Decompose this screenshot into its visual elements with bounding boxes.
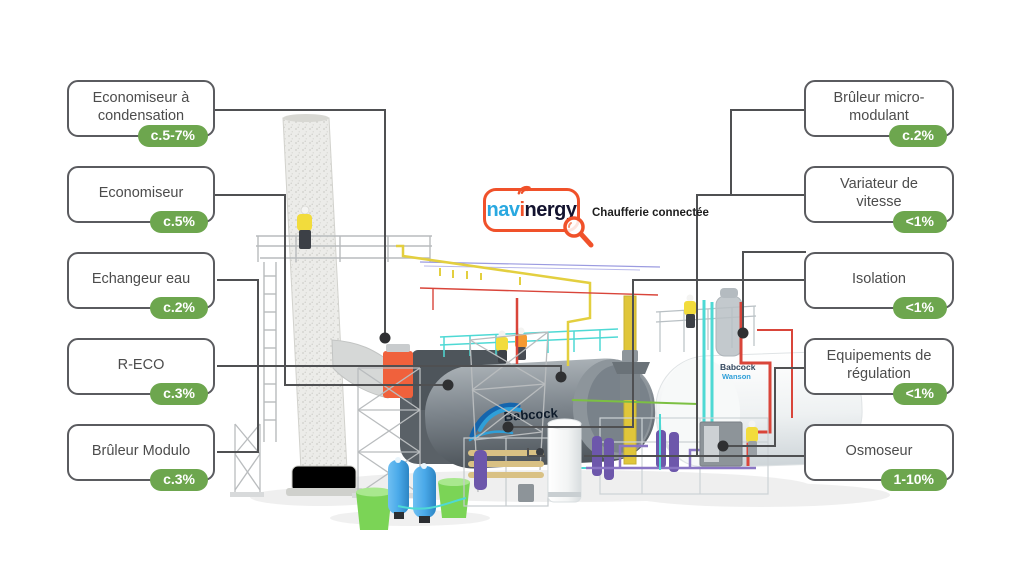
connector-economiseur: [214, 194, 448, 386]
callout-bruleur-micro-modulant: Brûleur micro-modulant c.2%: [804, 80, 954, 147]
connector-dots: [379, 327, 749, 452]
tank-brand-text: Babcock: [720, 362, 756, 372]
connector-economiseur-condensation: [214, 109, 386, 338]
magnifier-icon: [563, 216, 594, 248]
white-storage-tank: [547, 418, 582, 503]
callout-economiseur: Economiseur c.5%: [67, 166, 215, 233]
purple-pumps: [592, 430, 679, 480]
savings-badge: <1%: [892, 382, 947, 405]
callout-label: Economiseur: [98, 184, 184, 201]
callout-r-eco: R-ECO c.3%: [67, 338, 215, 405]
logo-text-i: i: [519, 198, 525, 221]
logo-text-nergy: nergy: [524, 198, 577, 221]
wifi-icon: [517, 185, 531, 195]
blue-softener-tanks: [388, 457, 436, 523]
connector-osmoseur-b: [527, 448, 545, 457]
savings-badge: <1%: [892, 210, 947, 233]
logo-text-nav: nav: [486, 198, 520, 221]
logo-tagline: Chaufferie connectée: [592, 207, 709, 219]
callout-label: R-ECO: [117, 356, 165, 373]
navinergy-logo: navinergy: [483, 185, 594, 248]
callout-economiseur-condensation: Economiseur à condensation c.5-7%: [67, 80, 215, 147]
callout-echangeur-eau: Echangeur eau c.2%: [67, 252, 215, 319]
worker-on-white-boiler: [684, 294, 696, 328]
callout-variateur-vitesse: Variateur de vitesse <1%: [804, 166, 954, 233]
callout-osmoseur: Osmoseur 1-10%: [804, 424, 954, 491]
callout-label: Economiseur à condensation: [92, 89, 190, 124]
savings-badge: c.5%: [150, 210, 208, 233]
reverse-osmosis-skid: [463, 437, 549, 507]
savings-badge: <1%: [892, 296, 947, 319]
savings-badge: c.2%: [150, 296, 208, 319]
chimney: [282, 114, 364, 496]
callout-label: Brûleur micro-modulant: [833, 89, 925, 124]
callout-isolation: Isolation <1%: [804, 252, 954, 319]
condensing-economizer-orange-box: [383, 351, 413, 398]
savings-badge: 1-10%: [880, 468, 947, 491]
green-bin-left: [356, 487, 392, 530]
callout-equipements-regulation: Equipements de régulation <1%: [804, 338, 954, 405]
tank-brand-text-2: Wanson: [722, 372, 751, 381]
savings-badge: c.3%: [150, 468, 208, 491]
callout-label: Echangeur eau: [91, 270, 191, 287]
logo-frame: navinergy: [483, 185, 594, 248]
connector-isolation: [508, 279, 806, 428]
callout-label: Brûleur Modulo: [91, 442, 191, 459]
callout-label: Isolation: [851, 270, 906, 287]
savings-badge: c.2%: [889, 124, 947, 147]
callout-label: Equipements de régulation: [826, 347, 932, 382]
callout-label: Osmoseur: [845, 442, 913, 459]
callout-bruleur-modulo: Brûleur Modulo c.3%: [67, 424, 215, 491]
savings-badge: c.3%: [150, 382, 208, 405]
tower-left-small: [230, 423, 264, 497]
white-boiler-platform: [655, 305, 757, 352]
worker-on-chimney: [297, 205, 312, 249]
connector-bruleur-micro-modulant: [730, 109, 806, 195]
connector-variateur: [696, 194, 806, 456]
boiler-brand-text: Babcock: [503, 405, 559, 424]
connector-regulation: [723, 367, 804, 447]
connector-isolation-branch: [742, 251, 806, 333]
savings-badge: c.5-7%: [137, 124, 208, 147]
green-bin-right: [438, 478, 470, 518]
callout-label: Variateur de vitesse: [840, 175, 918, 210]
water-treatment: [356, 437, 549, 530]
